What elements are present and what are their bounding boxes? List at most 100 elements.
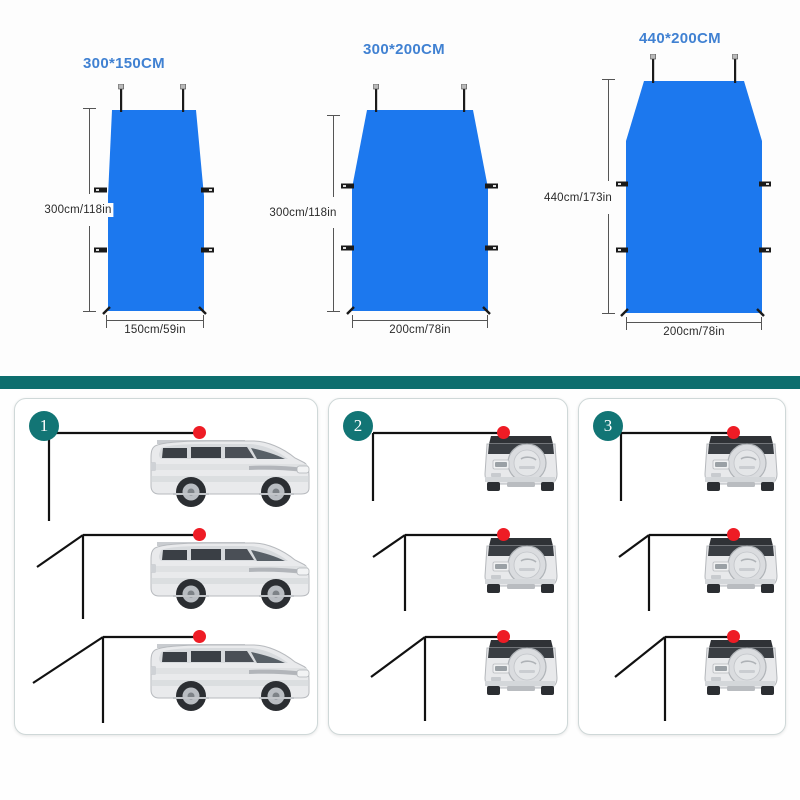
vehicle-rear-view <box>701 634 779 702</box>
dimension-line <box>106 320 204 321</box>
roof-mount-point-icon <box>727 630 740 643</box>
grommet-icon-right-lower <box>485 245 498 251</box>
size-title: 300*150CM <box>83 55 165 72</box>
roof-mount-point-icon <box>497 426 510 439</box>
grommet-icon-left-upper <box>94 187 107 193</box>
height-dimension-300x200: 300cm/118in <box>267 115 340 312</box>
roof-mount-point-icon <box>727 426 740 439</box>
tarp-svg <box>352 110 488 311</box>
grommet-icon-left-lower <box>94 247 107 253</box>
vehicle-rear-view <box>701 532 779 600</box>
usage-row-3 <box>15 625 319 730</box>
grommet-icon-left-lower <box>341 245 354 251</box>
awning-frame-long-angled <box>370 635 507 721</box>
dimension-tick-right <box>761 317 762 330</box>
panel-number-badge: 1 <box>29 411 59 441</box>
corner-clip-icon-left <box>102 306 111 315</box>
suv-side-svg <box>150 542 310 609</box>
roof-mount-point-icon <box>193 630 206 643</box>
width-label: 200cm/78in <box>389 324 451 336</box>
size-title: 300*200CM <box>363 41 445 58</box>
pole-icon-left <box>118 84 124 112</box>
dimension-line-lower <box>608 214 609 313</box>
usage-panel-2[interactable]: 2 <box>328 398 568 735</box>
corner-clip-icon-left <box>620 308 629 317</box>
suv-rear-svg <box>484 436 558 491</box>
height-dimension-300x150: 300cm/118in <box>42 108 114 312</box>
corner-clip-icon-right <box>198 306 207 315</box>
dimension-tick-bottom <box>83 311 96 312</box>
tarp-shape-300x150 <box>94 84 214 315</box>
dimension-tick-right <box>203 315 204 328</box>
awning-frame-one-angled <box>36 533 205 619</box>
size-card-300x150: 300*150CM <box>0 0 268 372</box>
usage-panel-1[interactable]: 1 <box>14 398 318 735</box>
awning-frame-one-angled <box>372 533 507 611</box>
usage-panel-3[interactable]: 3 <box>578 398 786 735</box>
size-card-440x200: 440*200CM <box>540 0 800 372</box>
dimension-line-upper <box>333 115 334 197</box>
dimension-tick-left <box>352 315 353 328</box>
size-title: 440*200CM <box>639 30 721 47</box>
usage-row-1 <box>579 421 787 521</box>
suv-rear-svg <box>704 436 778 491</box>
height-label: 300cm/118in <box>42 203 114 217</box>
pole-icon-right <box>732 54 738 83</box>
roof-mount-point-icon <box>193 528 206 541</box>
usage-row-1 <box>15 421 319 521</box>
suv-rear-svg <box>704 640 778 695</box>
size-card-300x200: 300*200CM <box>267 0 540 372</box>
height-label: 300cm/118in <box>267 206 339 220</box>
awning-frame-long-angled <box>614 635 737 721</box>
usage-row-2 <box>15 523 319 623</box>
awning-frame-flat <box>371 431 507 501</box>
usage-row-1 <box>329 421 569 521</box>
usage-row-2 <box>329 523 569 623</box>
pole-icon-right <box>180 84 186 112</box>
dimension-tick-bottom <box>327 311 340 312</box>
dimension-line <box>352 320 488 321</box>
awning-frame-long-angled <box>32 635 205 723</box>
awning-frame-flat <box>47 431 205 521</box>
size-diagram-section: 300*150CM <box>0 0 800 372</box>
height-dimension-440x200: 440cm/173in <box>541 79 615 314</box>
pole-icon-right <box>461 84 467 112</box>
grommet-icon-right-upper <box>201 187 214 193</box>
usage-row-3 <box>579 625 787 730</box>
vehicle-side-view <box>149 432 311 510</box>
grommet-icon-left-lower <box>616 247 628 253</box>
vehicle-rear-view <box>481 532 559 600</box>
grommet-icon-left-upper <box>341 183 354 189</box>
tarp-svg <box>108 110 204 311</box>
width-label: 200cm/78in <box>663 326 725 338</box>
tarp-shape-440x200 <box>616 54 771 317</box>
dimension-tick-bottom <box>602 313 615 314</box>
awning-frame-one-angled <box>618 533 737 611</box>
tarp-shape-300x200 <box>341 84 498 315</box>
vehicle-side-view <box>149 534 311 612</box>
usage-section: 1 <box>0 398 800 738</box>
vehicle-side-view <box>149 636 311 714</box>
grommet-icon-left-upper <box>616 181 628 187</box>
height-label: 440cm/173in <box>541 191 615 205</box>
grommet-icon-right-lower <box>201 247 214 253</box>
pole-icon-left <box>373 84 379 112</box>
usage-row-3 <box>329 625 569 730</box>
roof-mount-point-icon <box>497 630 510 643</box>
dimension-line-lower <box>89 226 90 311</box>
suv-side-svg <box>150 644 310 711</box>
suv-rear-svg <box>704 538 778 593</box>
grommet-icon-right-upper <box>759 181 771 187</box>
roof-mount-point-icon <box>193 426 206 439</box>
grommet-icon-right-upper <box>485 183 498 189</box>
awning-frame-flat <box>619 431 737 501</box>
corner-clip-icon-right <box>756 308 765 317</box>
grommet-icon-right-lower <box>759 247 771 253</box>
dimension-line <box>626 322 762 323</box>
section-divider <box>0 376 800 389</box>
usage-row-2 <box>579 523 787 623</box>
roof-mount-point-icon <box>497 528 510 541</box>
dimension-line-upper <box>608 79 609 181</box>
panel-number-badge: 3 <box>593 411 623 441</box>
